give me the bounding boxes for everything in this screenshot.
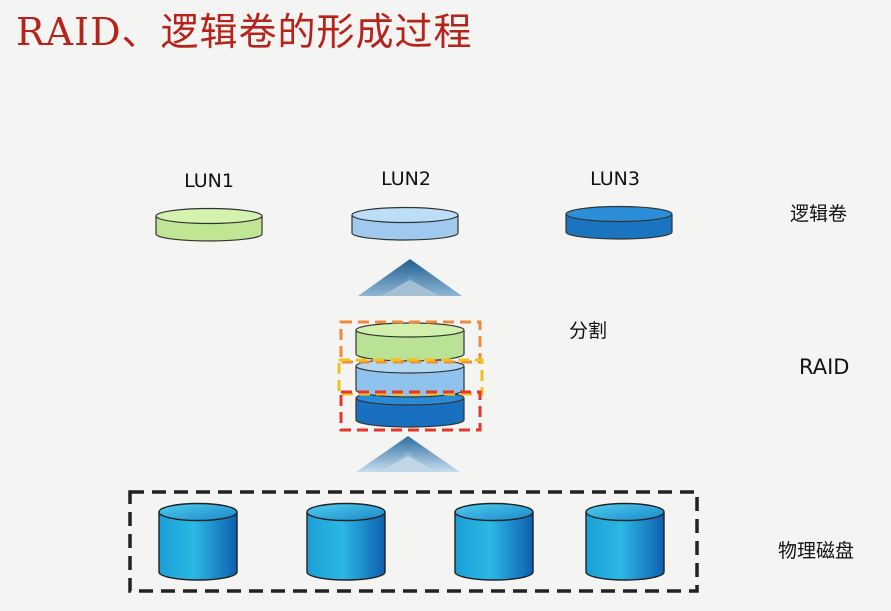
slide-title: RAID、逻辑卷的形成过程 — [16, 10, 473, 54]
raid-stack — [355, 322, 465, 428]
up-arrow-upper — [358, 259, 462, 296]
lun3-label: LUN3 — [590, 168, 640, 190]
frame-yellow — [337, 358, 484, 396]
lun1-label: LUN1 — [184, 170, 234, 192]
logical-volume-label: 逻辑卷 — [790, 203, 848, 225]
physical-disk-4 — [585, 502, 665, 581]
lun3-disc — [565, 205, 673, 240]
up-arrow-lower — [356, 436, 460, 472]
frame-orange — [339, 320, 482, 364]
physical-disk-3 — [454, 502, 534, 581]
frame-red — [339, 390, 482, 432]
physical-disk-1 — [158, 502, 238, 581]
physical-disk-2 — [306, 502, 386, 581]
physical-disks-label: 物理磁盘 — [778, 540, 855, 562]
raid-label: RAID — [799, 355, 850, 379]
lun1-disc — [155, 207, 263, 242]
physical-disk-frame — [128, 490, 699, 593]
lun2-label: LUN2 — [381, 168, 431, 190]
lun2-disc — [351, 206, 459, 241]
split-label: 分割 — [569, 320, 608, 342]
